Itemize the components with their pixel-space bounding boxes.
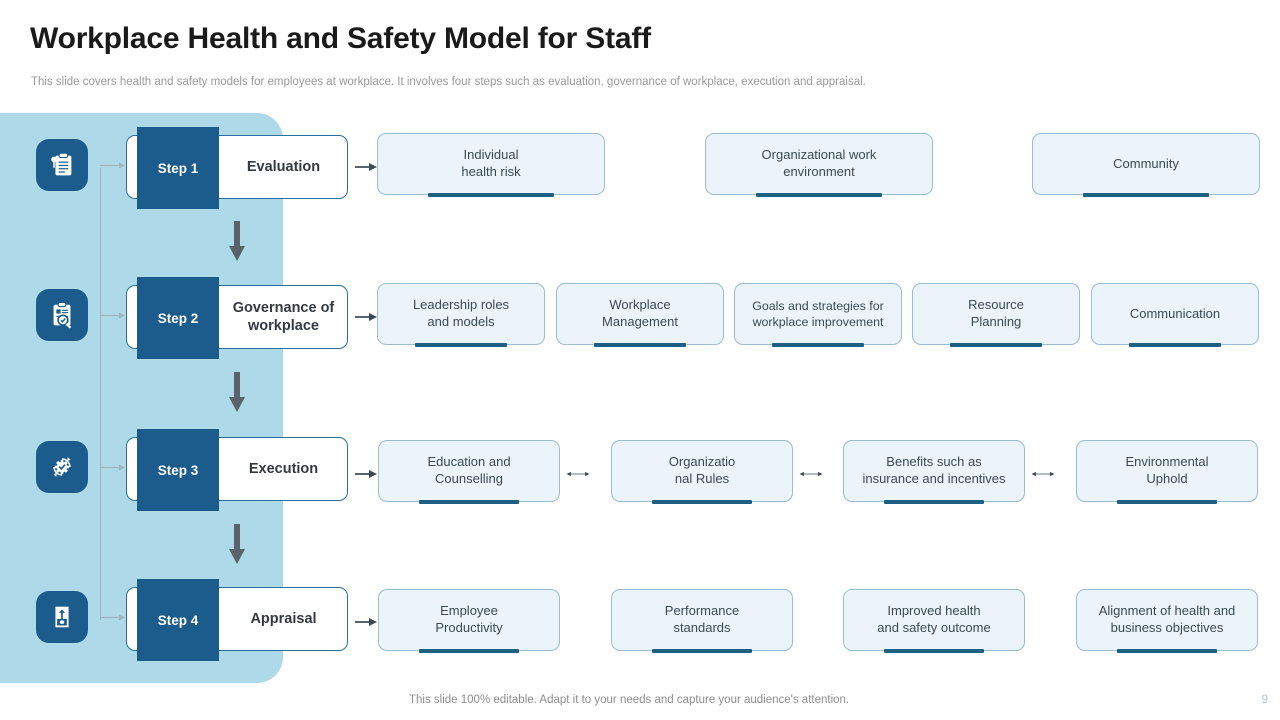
accent-bar [1082, 193, 1210, 197]
content-box[interactable]: Communication [1091, 283, 1259, 347]
accent-bar [651, 500, 753, 504]
accent-bar [1128, 343, 1222, 347]
step-badge-3: Step 3 [137, 429, 219, 511]
double-arrow-2 [799, 466, 843, 482]
row-arrow-2 [354, 309, 378, 325]
gear-check-icon [36, 441, 88, 493]
row-arrow-3 [354, 466, 378, 482]
accent-bar [949, 343, 1043, 347]
step-title-3: Execution [248, 460, 319, 477]
connector-stub-3 [100, 463, 126, 472]
row-arrow-1 [354, 159, 378, 175]
step-badge-4: Step 4 [137, 579, 219, 661]
clipboard-icon [36, 139, 88, 191]
accent-bar [1116, 649, 1218, 653]
accent-bar [883, 649, 985, 653]
step-title-1: Evaluation [246, 158, 321, 175]
down-arrow-3-to-4 [227, 524, 247, 566]
page-title: Workplace Health and Safety Model for St… [30, 22, 651, 55]
accent-bar [418, 500, 520, 504]
down-arrow-1-to-2 [227, 221, 247, 263]
accent-bar [1116, 500, 1218, 504]
vertical-connector-line [100, 168, 101, 620]
page-number: 9 [1261, 694, 1268, 706]
accent-bar [418, 649, 520, 653]
connector-stub-4 [100, 613, 126, 622]
footer-note: This slide 100% editable. Adapt it to yo… [409, 694, 850, 706]
connector-stub-2 [100, 311, 126, 320]
down-arrow-2-to-3 [227, 372, 247, 414]
row-arrow-4 [354, 614, 378, 630]
page-subtitle: This slide covers health and safety mode… [31, 76, 866, 88]
double-arrow-1 [566, 466, 610, 482]
accent-bar [755, 193, 883, 197]
content-box-label: Communication [1129, 305, 1221, 321]
accent-bar [593, 343, 687, 347]
step-title-4: Appraisal [250, 610, 317, 627]
accent-bar [771, 343, 865, 347]
accent-bar [414, 343, 508, 347]
content-box-label: Community [1113, 155, 1179, 171]
double-arrow-3 [1031, 466, 1075, 482]
step-badge-2: Step 2 [137, 277, 219, 359]
content-box[interactable]: Community [1032, 133, 1260, 197]
step-badge-1: Step 1 [137, 127, 219, 209]
step-card-1[interactable]: Step 1 Evaluation [126, 127, 348, 209]
step-card-3[interactable]: Step 3 Execution [126, 429, 348, 511]
step-card-4[interactable]: Step 4 Appraisal [126, 579, 348, 661]
accent-bar [651, 649, 753, 653]
growth-report-icon [36, 591, 88, 643]
connector-stub-1 [100, 161, 126, 170]
clipboard-search-icon [36, 289, 88, 341]
accent-bar [427, 193, 555, 197]
accent-bar [883, 500, 985, 504]
